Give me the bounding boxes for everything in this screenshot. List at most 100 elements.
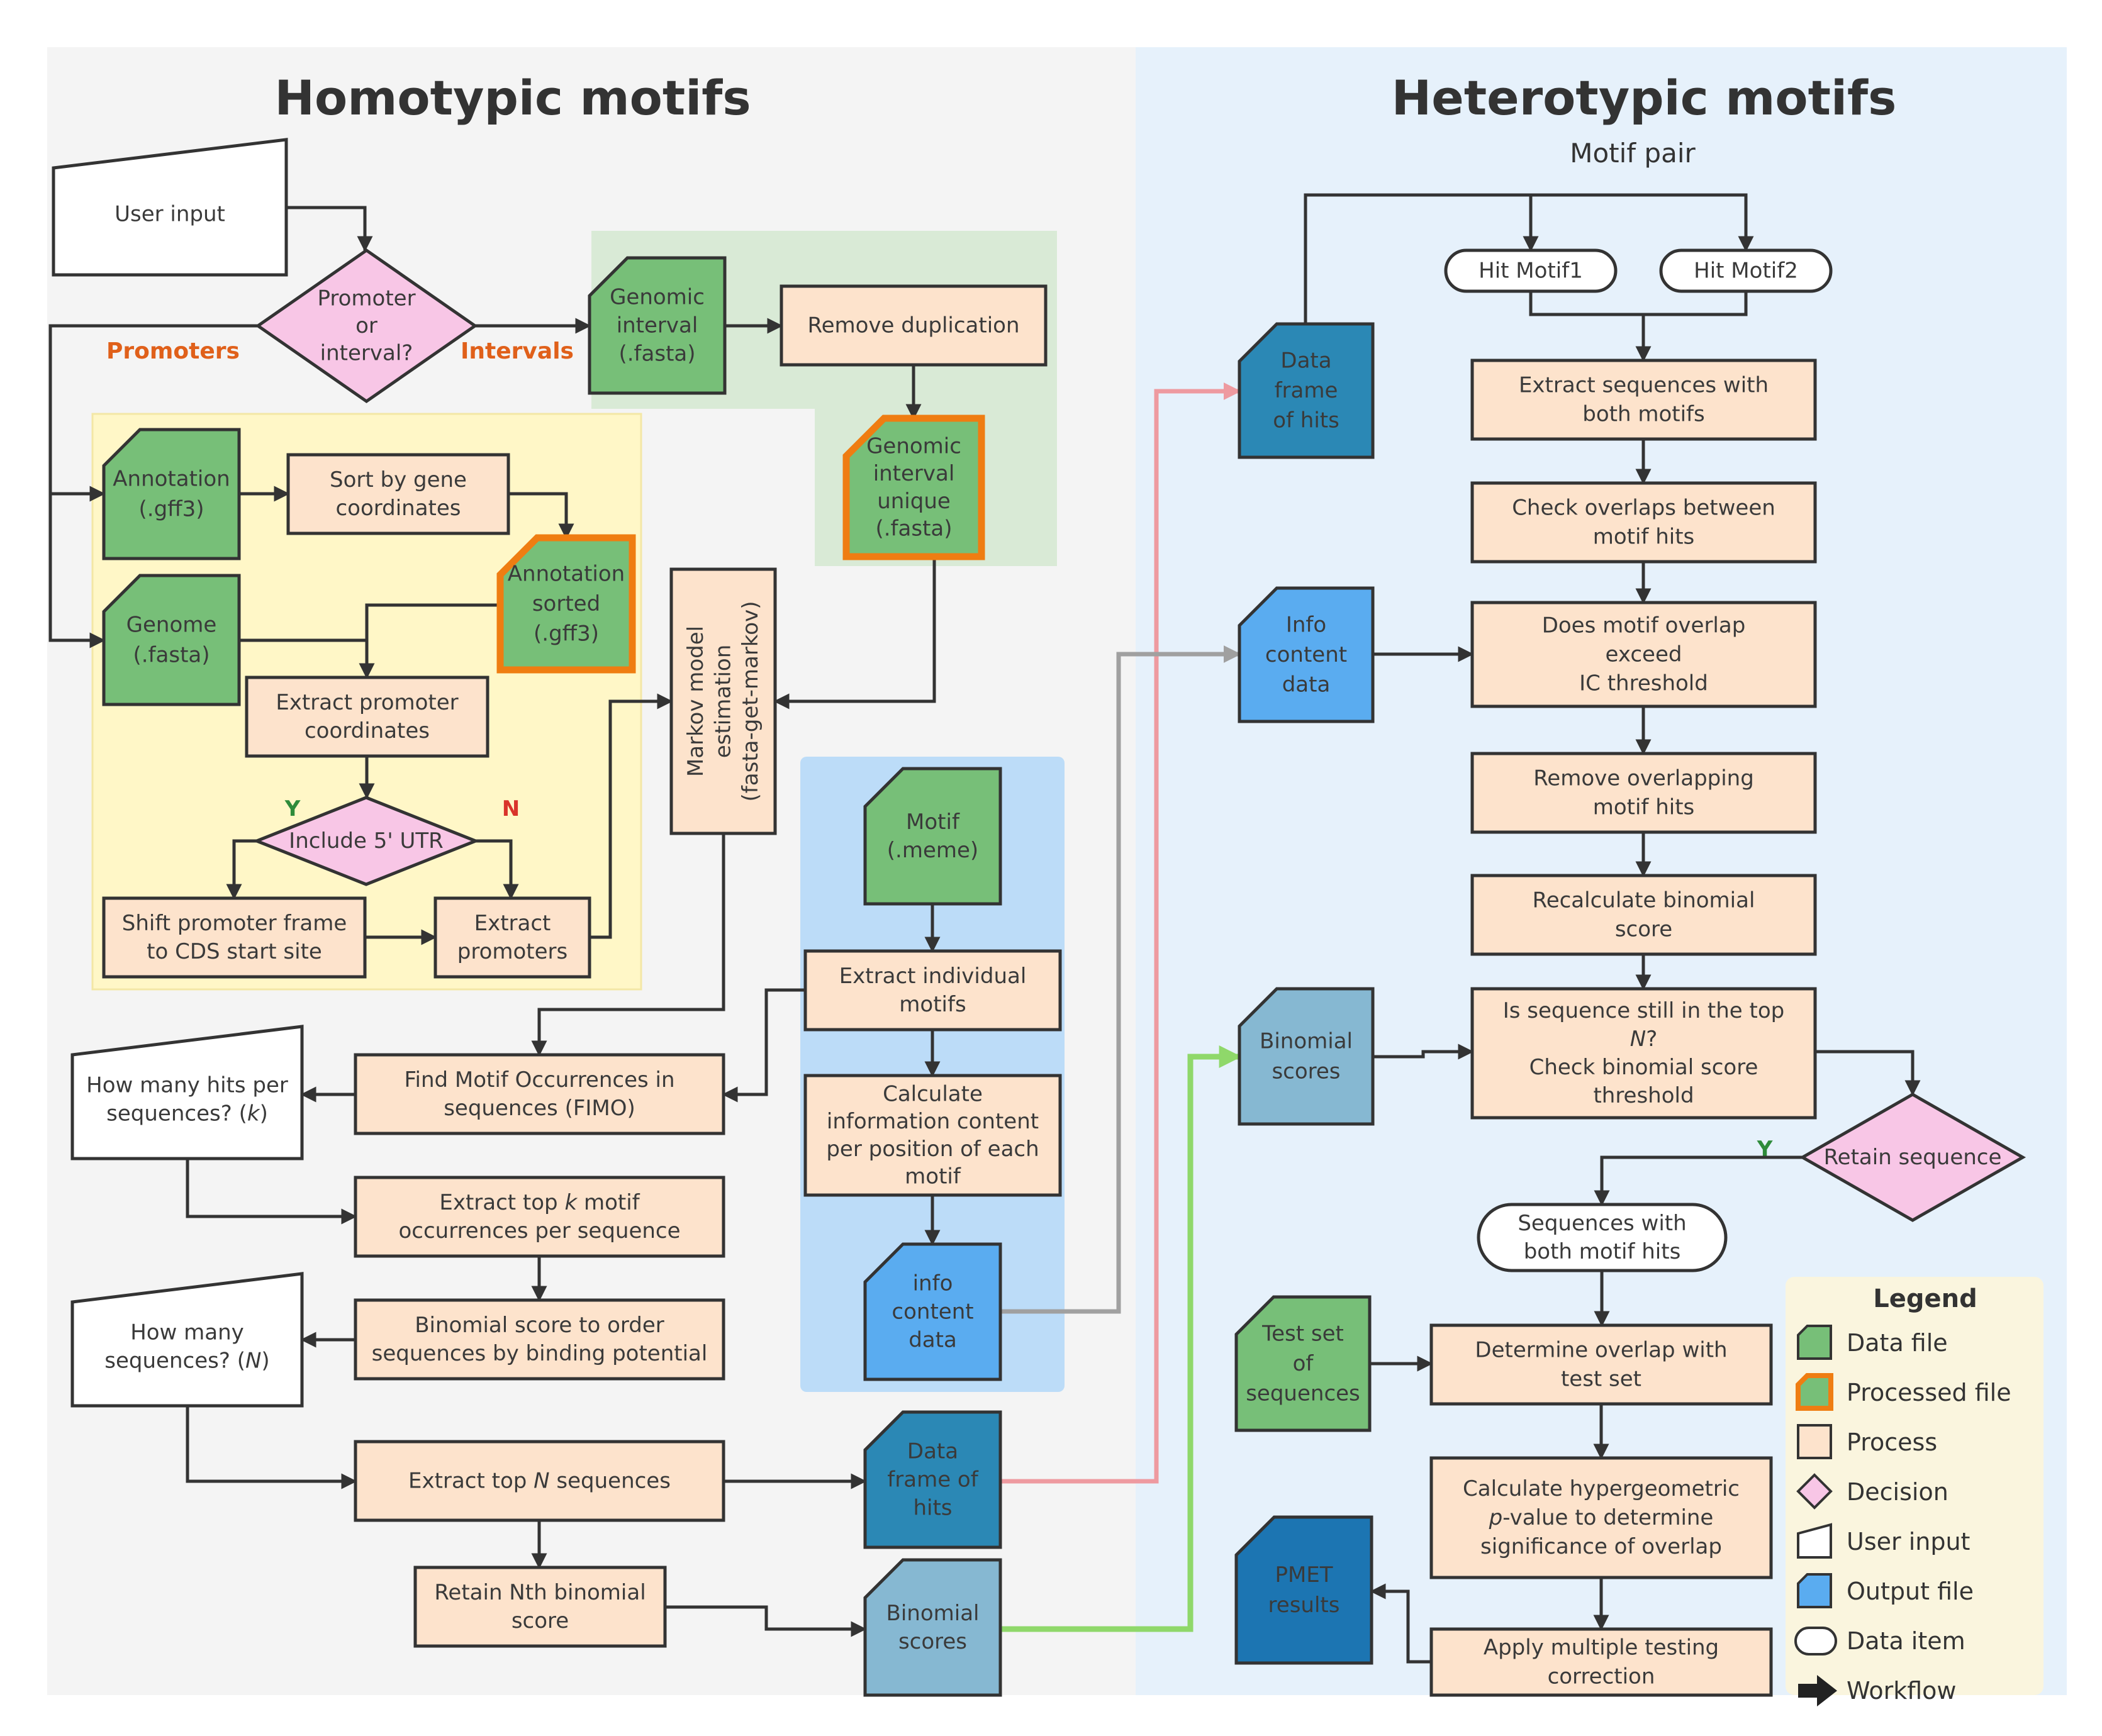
node-label: Genomic [610, 285, 705, 310]
legend-swatch [1797, 1573, 1832, 1608]
node-label: Extract [474, 911, 551, 936]
edge-binomial-left-to-right [1000, 1045, 1242, 1632]
legend-label: Data item [1847, 1627, 1965, 1655]
legend-arrow-icon [1798, 1675, 1837, 1706]
node-label: Is sequence still in the top [1503, 998, 1785, 1023]
promoters-label: Promoters [106, 338, 240, 364]
node-label: occurrences per sequence [398, 1218, 680, 1244]
node-label: sequences? (k) [106, 1101, 268, 1126]
node-label: Motif [906, 810, 960, 835]
node-label: Calculate [883, 1082, 983, 1107]
edge-markov-to-find-motif [531, 833, 725, 1057]
node-label: Genome [126, 613, 217, 638]
node-label: estimation [711, 645, 736, 759]
node-label: Promoter [317, 286, 415, 311]
node-label: of [1293, 1351, 1314, 1376]
node-motif-meme: Motif (.meme) [863, 767, 1002, 906]
node-label: p-value to determine [1489, 1505, 1714, 1530]
node-label: Data [1280, 348, 1331, 373]
node-label: frame of [887, 1467, 978, 1493]
node-label: correction [1548, 1664, 1655, 1689]
node-label: sorted [532, 591, 600, 616]
node-calc-hypergeom: Calculate hypergeometric p-value to deter… [1429, 1456, 1773, 1579]
node-label: content [1265, 642, 1347, 667]
node-label: Calculate hypergeometric [1463, 1476, 1740, 1501]
node-hit-motif1: Hit Motif1 [1444, 248, 1618, 293]
legend-swatch [1797, 1424, 1832, 1459]
node-label: (.meme) [887, 838, 978, 863]
node-label: Annotation [113, 467, 230, 492]
node-label: Remove duplication [807, 313, 1019, 338]
node-label: Test set [1261, 1321, 1344, 1346]
legend-label: Decision [1847, 1478, 1948, 1506]
node-label: promoters [457, 939, 567, 964]
legend-label: User input [1847, 1528, 1970, 1555]
node-label: data [908, 1327, 957, 1352]
node-remove-duplication: Remove duplication [780, 284, 1048, 367]
node-label: scores [1272, 1059, 1340, 1084]
node-label: sequences? (N) [104, 1348, 269, 1373]
node-label: exceed [1606, 642, 1682, 667]
node-label: hits [913, 1495, 952, 1520]
legend-label: Processed file [1847, 1379, 2011, 1406]
node-label: motif [905, 1164, 961, 1189]
legend-item-processed: Processed file [1796, 1373, 2011, 1411]
node-label: N? [1630, 1027, 1657, 1052]
node-include-utr: Include 5' UTR [252, 796, 480, 886]
motif-pair-label: Motif pair [1570, 138, 1696, 169]
legend-label: Process [1847, 1428, 1937, 1456]
node-annotation: Annotation (.gff3) [102, 428, 241, 560]
node-label: Include 5' UTR [289, 828, 444, 854]
workflow-nodes: User inputPromoterorinterval?Genomicinte… [52, 138, 2027, 1697]
node-label: Markov model [683, 626, 708, 777]
legend-item-arrow: Workflow [1798, 1675, 1957, 1706]
node-label: Retain sequence [1824, 1145, 2002, 1170]
edge-sort-to-annotation-sorted [508, 492, 574, 540]
node-label: test set [1561, 1367, 1641, 1392]
legend-swatch [1796, 1373, 1833, 1411]
node-label: motifs [899, 992, 966, 1017]
node-label: Info [1286, 612, 1326, 637]
node-label: IC threshold [1579, 671, 1708, 696]
legend-label: Data file [1847, 1329, 1948, 1357]
node-label: Shift promoter frame [122, 911, 347, 936]
legend-title: Legend [1873, 1284, 1977, 1313]
node-label: (.fasta) [618, 341, 695, 366]
node-label: (.gff3) [139, 496, 204, 521]
legend-item-process: Process [1797, 1424, 1937, 1459]
node-label: sequences by binding potential [372, 1341, 708, 1366]
legend-swatch [1796, 1473, 1833, 1510]
node-label: Check overlaps between [1512, 495, 1775, 520]
node-label: Determine overlap with [1475, 1337, 1727, 1362]
node-label: frame [1275, 378, 1338, 403]
node-label: Check binomial score [1529, 1055, 1758, 1080]
node-label: Sequences with [1518, 1211, 1686, 1236]
edge-utr-yes-to-shift [226, 839, 257, 900]
edge-decision-promoters-line [48, 324, 258, 648]
heterotypic-title: Heterotypic motifs [1392, 70, 1897, 126]
node-label: both motifs [1582, 402, 1704, 427]
legend-item-decision: Decision [1796, 1473, 1948, 1510]
node-label: Data [907, 1439, 958, 1464]
node-label: (.fasta) [133, 642, 210, 667]
node-label: How many [130, 1320, 244, 1345]
node-genome: Genome (.fasta) [102, 574, 241, 706]
legend-label: Workflow [1847, 1677, 1957, 1705]
node-label: content [892, 1299, 973, 1325]
edge-info-out-to-info-right [1000, 645, 1241, 1314]
node-label: Binomial [886, 1601, 980, 1626]
node-label: Extract promoter [276, 690, 458, 715]
node-label: results [1268, 1593, 1340, 1618]
